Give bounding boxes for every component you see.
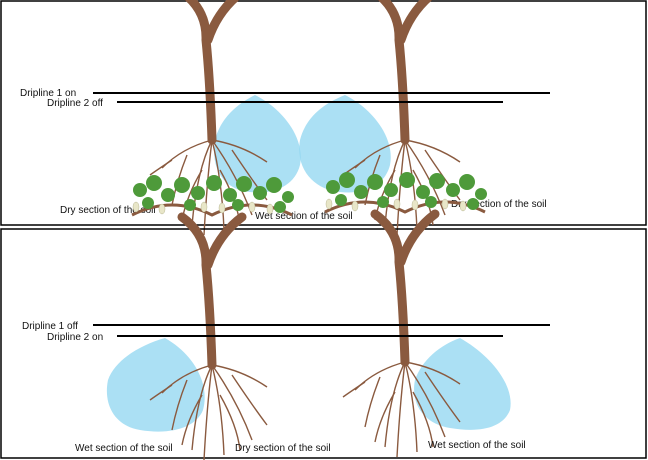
panel-dripline-1-on: Dripline 1 on Dripline 2 off Dry section… <box>0 0 647 235</box>
wet-zone <box>299 95 391 193</box>
dripline-2-label: Dripline 2 on <box>47 332 103 343</box>
wet-zone <box>106 338 205 432</box>
soil-label: Wet section of the soil <box>255 211 353 222</box>
soil-label: Dry section of the soil <box>235 443 331 454</box>
dripline-2-label: Dripline 2 off <box>47 98 103 109</box>
soil-label: Wet section of the soil <box>75 443 173 454</box>
dripline-1-label: Dripline 1 off <box>22 321 78 332</box>
wet-zone <box>414 338 511 430</box>
soil-label: Wet section of the soil <box>428 440 526 451</box>
wet-zone <box>214 95 301 193</box>
panel-border <box>0 0 647 226</box>
soil-label: Dry section of the soil <box>60 205 156 216</box>
panel-dripline-2-on: Dripline 1 off Dripline 2 on Wet section… <box>0 172 647 460</box>
panel-border <box>0 228 647 459</box>
dripline-1-label: Dripline 1 on <box>20 88 76 99</box>
soil-label: Dry section of the soil <box>451 199 547 210</box>
